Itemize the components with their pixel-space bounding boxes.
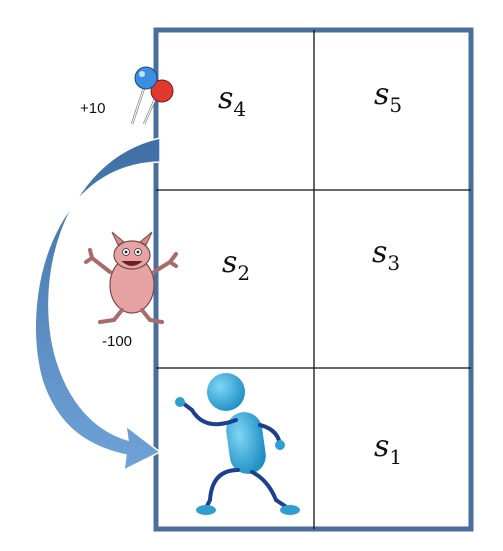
pushpin-icon: [130, 66, 174, 125]
grid: s4 s5 s2 s3 s1: [153, 27, 474, 532]
monster-icon: [84, 231, 178, 324]
cell-s2: s2: [222, 245, 250, 285]
goal-reward-label: +10: [80, 100, 105, 117]
cell-s4: s4: [218, 81, 246, 121]
cell-s3: s3: [372, 235, 400, 275]
running-agent-icon: [175, 373, 300, 515]
curved-arrow-icon: [34, 137, 162, 472]
monster-reward-label: -100: [102, 333, 132, 350]
cell-s5: s5: [374, 77, 402, 117]
cell-s1: s1: [374, 429, 402, 469]
